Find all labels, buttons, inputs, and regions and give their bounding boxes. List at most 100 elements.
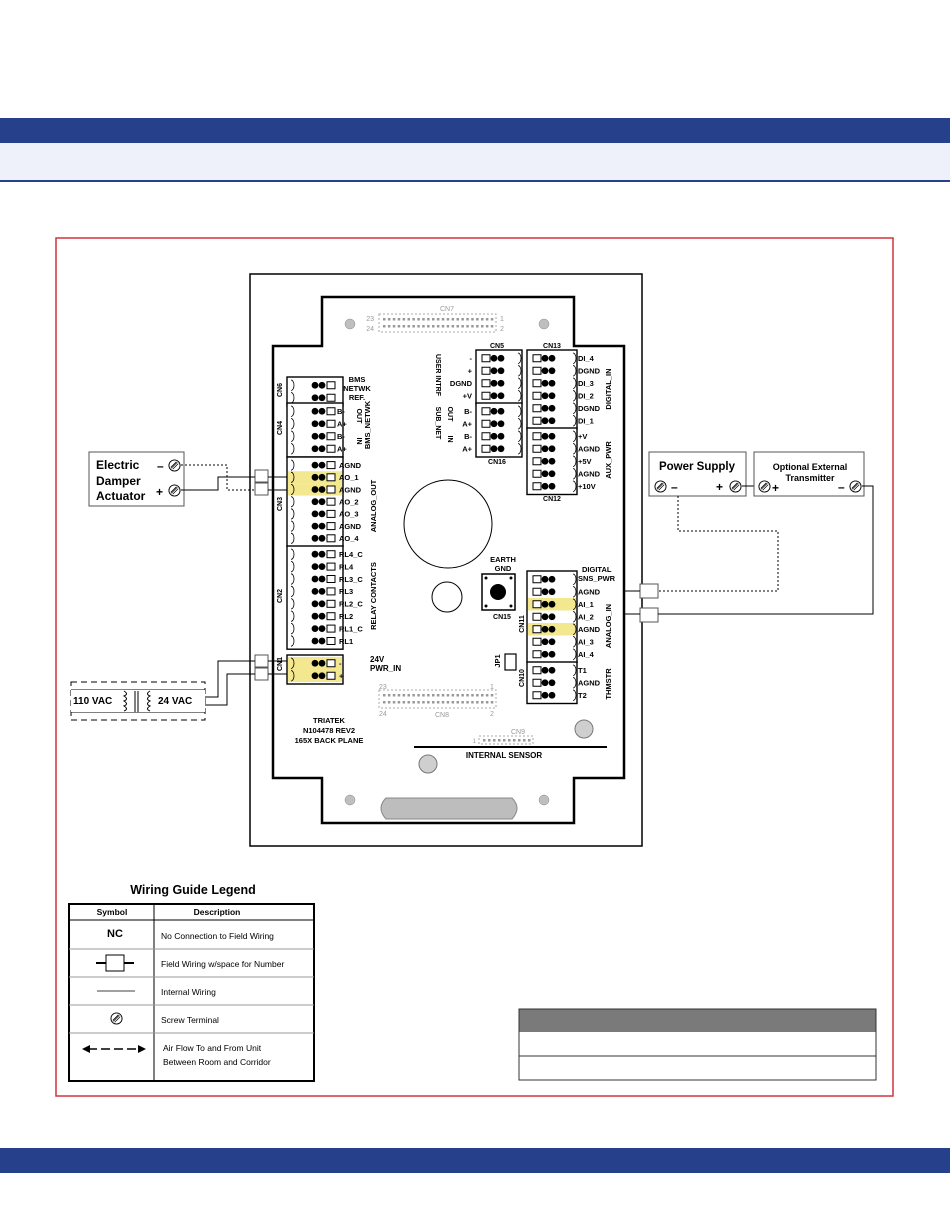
terminal-screw (311, 420, 319, 428)
header-pin (485, 701, 489, 704)
analog-in-group-label: ANALOG_IN (604, 604, 613, 648)
header-pin (383, 318, 386, 321)
thmstr-group-label: THMSTR (604, 668, 613, 700)
cn13-label: CN13 (543, 343, 561, 350)
terminal-screw (311, 486, 319, 493)
pin-label: RL3 (339, 587, 353, 596)
terminal-screw (548, 650, 556, 658)
pwr-in-label: PWR_IN (370, 664, 401, 673)
header-pin (441, 701, 445, 704)
digital-in-group-label: DIGITAL_IN (604, 368, 613, 409)
legend-header-symbol: Symbol (97, 907, 128, 917)
header-pin (471, 325, 474, 328)
small-round-component (431, 581, 463, 613)
pin-label: AI_1 (578, 600, 594, 609)
header-pin (436, 318, 440, 321)
header-pin (427, 325, 430, 328)
cn7-pin-23: 23 (366, 316, 374, 323)
header-pin (387, 701, 391, 704)
sub-net-label: SUB_NET (434, 407, 441, 440)
header-pin (461, 694, 464, 697)
header-pin (427, 318, 430, 321)
pin-label: AI_2 (578, 613, 594, 622)
field-wiring-box (254, 667, 269, 681)
terminal-screw (311, 672, 319, 680)
cn4-out-label: OUT (355, 409, 362, 425)
terminal-screw (548, 588, 556, 596)
cn15-label: CN15 (493, 614, 511, 621)
pin-label: DI_4 (578, 354, 595, 363)
header-pin (417, 694, 420, 697)
header-pin (513, 739, 516, 742)
pin-label: A+ (462, 420, 472, 429)
header-pin (412, 318, 415, 321)
header-pin (427, 701, 430, 704)
terminal-screw (548, 613, 556, 621)
header-pin (383, 694, 386, 697)
header-pin (417, 701, 420, 704)
terminal-screw (311, 432, 319, 440)
terminal-screw (311, 625, 319, 632)
pin-label: AI_3 (578, 638, 594, 647)
pin-label: RL1 (339, 637, 353, 646)
header-pin (407, 701, 410, 704)
legend-field-wiring-description: Field Wiring w/space for Number (161, 959, 284, 969)
terminal-screw (548, 666, 556, 674)
jp1-jumper (504, 653, 517, 671)
optional-external-transmitter: Optional External Transmitter + – (753, 451, 865, 497)
header-pin (451, 701, 455, 704)
header-pin (485, 318, 489, 321)
legend-air-flow-description-1: Air Flow To and From Unit (163, 1043, 262, 1053)
cn6-terminal-block (286, 376, 344, 407)
wiring-legend: Wiring Guide Legend Symbol Description N… (68, 883, 315, 1082)
header-pin (441, 318, 445, 321)
header-pin (436, 325, 440, 328)
terminal-screw (548, 367, 556, 375)
cn6-label: CN6 (277, 383, 284, 397)
terminal-screw (311, 522, 319, 530)
terminal-screw (548, 379, 556, 387)
digital-label: DIGITAL (582, 565, 612, 574)
terminal-screw (311, 534, 319, 542)
header-pin (402, 694, 406, 697)
pin-label: AGND (339, 485, 362, 494)
header-pin (436, 701, 440, 704)
header-pin (481, 694, 484, 697)
cn15-earth-switch (481, 573, 516, 611)
wire-slot (380, 797, 518, 820)
header-pin (446, 701, 450, 704)
header-pin (451, 325, 455, 328)
air-flow-arrow-icon (82, 1045, 146, 1053)
cn4-terminal-block: B-A+B-A+ (286, 402, 347, 458)
tx-minus-sign: – (838, 480, 845, 494)
pin-label: +V (578, 432, 587, 441)
pin-label: RL3_C (339, 575, 363, 584)
header-pin (422, 694, 425, 697)
terminal-screw (497, 379, 505, 387)
transformer-wire-minus (205, 660, 255, 698)
header-pin (461, 318, 464, 321)
pin-label: AGND (578, 445, 601, 454)
terminal-screw (548, 404, 556, 412)
pin-label: B- (337, 432, 345, 441)
legend-nc-symbol: NC (107, 928, 123, 940)
cn3-label: CN3 (277, 497, 284, 511)
pin-label: DI_3 (578, 379, 594, 388)
header-pin (493, 739, 496, 742)
board-standoff-right (574, 719, 594, 739)
header-pin (412, 325, 415, 328)
header-pin (392, 325, 396, 328)
cn5-label: CN5 (490, 343, 504, 350)
cn8-pins (383, 694, 494, 704)
header-pin (485, 694, 489, 697)
terminal-screw (548, 445, 556, 453)
terminal-screw (548, 470, 556, 478)
header-pin (383, 325, 386, 328)
terminal-screw (311, 394, 319, 402)
cn9-header: CN9 1 INTERNAL SENSOR (414, 729, 607, 760)
pin-label: RL2_C (339, 600, 363, 609)
terminal-screw (311, 575, 319, 583)
terminal-screw (311, 637, 319, 645)
